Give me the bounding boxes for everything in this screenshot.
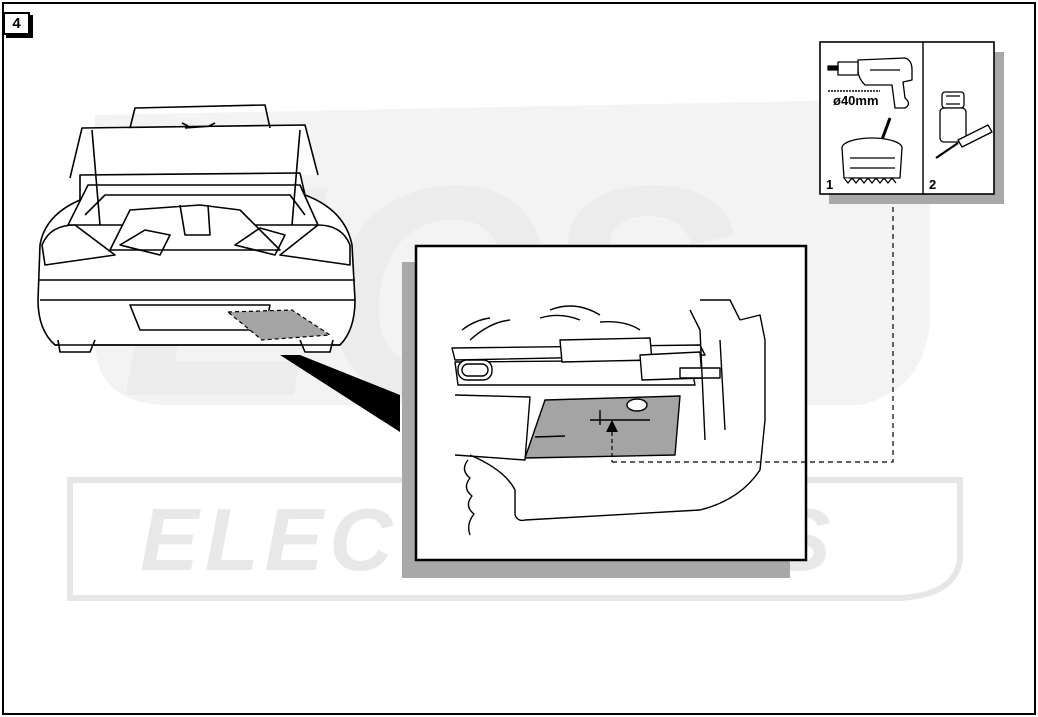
step-badge-shadow-bottom [6, 34, 33, 38]
tool-2-number: 2 [929, 177, 937, 192]
step-number-badge: 4 [3, 12, 30, 35]
step-badge-shadow [29, 15, 33, 38]
tool-connector-line [612, 205, 894, 463]
detail-drawing [451, 299, 766, 536]
hole-saw-icon [841, 117, 903, 184]
tool-1-number: 1 [826, 177, 834, 192]
drill-point-arrow [606, 420, 618, 432]
drill-icon [827, 57, 913, 109]
mounting-area-highlight [226, 309, 332, 341]
paint-brush-icon [935, 91, 993, 159]
car-rear-view [37, 104, 356, 353]
hole-diameter-label: ø40mm [833, 93, 879, 108]
zoom-pointer [280, 355, 400, 432]
